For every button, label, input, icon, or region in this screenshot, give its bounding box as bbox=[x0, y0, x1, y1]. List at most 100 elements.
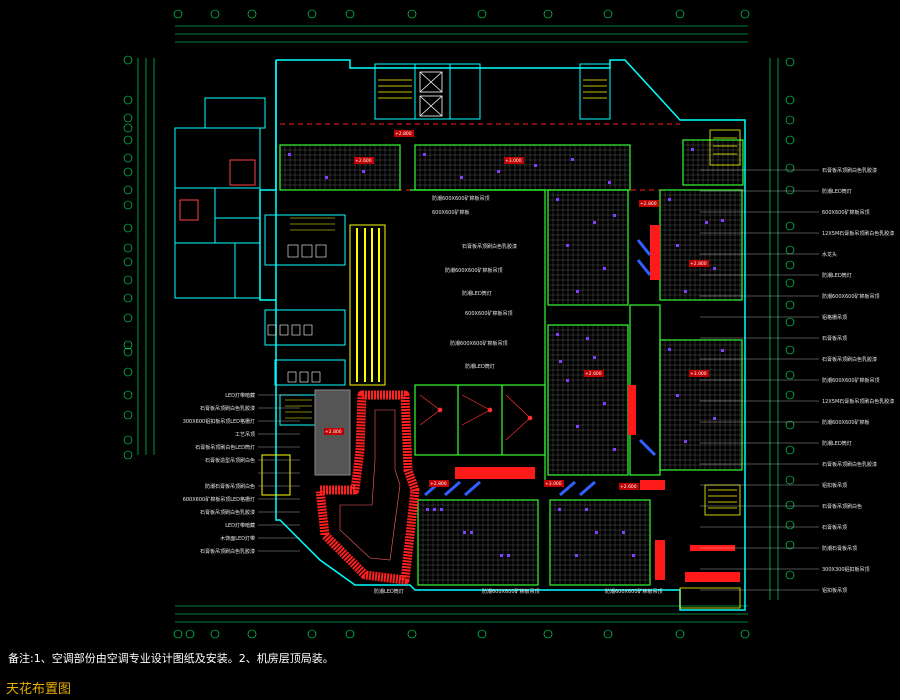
callout-label: 工艺吊顶 bbox=[235, 432, 255, 438]
level-mark: +2.800 bbox=[639, 200, 659, 207]
callout-label: 石膏板吊顶 bbox=[822, 524, 847, 531]
light-fixture bbox=[440, 508, 443, 511]
svg-text:+2.600: +2.600 bbox=[585, 371, 602, 377]
axis-bubble bbox=[785, 445, 795, 455]
callout-label: 石膏板吊顶刷白色乳胶漆 bbox=[822, 461, 877, 468]
light-fixture bbox=[559, 360, 562, 363]
axis-bubble bbox=[740, 629, 750, 639]
light-fixture bbox=[426, 508, 429, 511]
svg-text:+2.600: +2.600 bbox=[620, 484, 637, 490]
escalator-strip bbox=[349, 224, 386, 386]
axis-bubble bbox=[123, 167, 133, 177]
light-fixture bbox=[288, 153, 291, 156]
axis-bubble bbox=[543, 629, 553, 639]
level-mark: +2.800 bbox=[689, 260, 709, 267]
svg-text:+3.000: +3.000 bbox=[505, 158, 522, 164]
light-fixture bbox=[460, 176, 463, 179]
left-dimension-lines bbox=[137, 58, 155, 455]
light-fixture bbox=[576, 425, 579, 428]
light-fixture bbox=[556, 198, 559, 201]
grid-panel bbox=[417, 499, 539, 586]
left-callouts: LED灯带暗藏石膏板吊顶刷白色乳胶漆300X600铝扣板吊顶LED格栅灯工艺吊顶… bbox=[183, 392, 255, 555]
bottom-dimension-lines bbox=[175, 605, 748, 623]
axis-bubble bbox=[247, 9, 257, 19]
axis-bubble bbox=[785, 260, 795, 270]
axis-bubble bbox=[123, 185, 133, 195]
right-callouts: 石膏板吊顶刷白色乳胶漆防潮LED筒灯600X600矿棉板吊顶12X5M石膏板吊顶… bbox=[822, 167, 894, 594]
callout-label: LED灯带暗藏 bbox=[225, 522, 255, 529]
light-fixture bbox=[613, 448, 616, 451]
callout-label: 石膏板造型吊顶刷白色 bbox=[205, 457, 255, 464]
left-axis-bubbles bbox=[123, 55, 133, 460]
light-fixture bbox=[676, 244, 679, 247]
light-fixture bbox=[566, 244, 569, 247]
design-note: 备注:1、空调部份由空调专业设计图纸及安装。2、机房层顶局装。 bbox=[8, 652, 334, 665]
axis-bubble bbox=[123, 435, 133, 445]
ceiling-grid-panels bbox=[279, 139, 744, 586]
axis-bubble bbox=[307, 629, 317, 639]
callout-label: 防潮LED筒灯 bbox=[822, 188, 852, 195]
area-label: 600X600矿棉板 bbox=[432, 209, 470, 216]
light-fixture bbox=[571, 158, 574, 161]
callout-label: 石膏板吊顶刷白色乳胶漆 bbox=[200, 548, 255, 555]
axis-bubble bbox=[123, 410, 133, 420]
callout-label: 木饰面LED灯带 bbox=[220, 535, 255, 542]
axis-bubble bbox=[407, 629, 417, 639]
light-fixture bbox=[603, 267, 606, 270]
callout-label: 铝扣板吊顶 bbox=[822, 482, 847, 489]
callout-label: LED灯带暗藏 bbox=[225, 392, 255, 399]
level-mark: +3.000 bbox=[504, 157, 524, 164]
light-fixture bbox=[608, 181, 611, 184]
axis-bubble bbox=[123, 313, 133, 323]
axis-bubble bbox=[345, 629, 355, 639]
axis-bubble bbox=[123, 200, 133, 210]
area-label: 防潮LED筒灯 bbox=[462, 290, 492, 297]
area-label: 防潮LED筒灯 bbox=[465, 363, 495, 370]
axis-bubble bbox=[785, 185, 795, 195]
axis-bubble bbox=[785, 221, 795, 231]
axis-bubble bbox=[785, 475, 795, 485]
axis-bubble bbox=[123, 55, 133, 65]
callout-label: 石膏板吊顶刷白色LED筒灯 bbox=[195, 444, 255, 451]
area-label: 600X600矿棉板吊顶 bbox=[465, 310, 513, 317]
svg-text:+2.800: +2.800 bbox=[395, 131, 412, 137]
axis-bubble bbox=[543, 9, 553, 19]
level-mark: +2.800 bbox=[324, 428, 344, 435]
axis-bubble bbox=[785, 317, 795, 327]
axis-bubble bbox=[603, 9, 613, 19]
right-stair bbox=[679, 129, 741, 609]
callout-label: 石膏板吊顶刷白色乳胶漆 bbox=[200, 509, 255, 516]
axis-bubble bbox=[123, 367, 133, 377]
light-fixture bbox=[576, 290, 579, 293]
area-label: 防潮600X600矿棉板吊顶 bbox=[432, 195, 490, 202]
axis-bubble bbox=[477, 629, 487, 639]
axis-bubble bbox=[123, 113, 133, 123]
axis-bubble bbox=[123, 135, 133, 145]
callout-label: 600X600矿棉板吊顶LED格栅灯 bbox=[183, 496, 255, 503]
light-fixture bbox=[691, 148, 694, 151]
callout-label: 防潮600X600矿棉板吊顶 bbox=[822, 377, 880, 384]
axis-bubble bbox=[675, 629, 685, 639]
axis-bubble bbox=[123, 153, 133, 163]
light-fixture bbox=[684, 290, 687, 293]
axis-bubble bbox=[123, 257, 133, 267]
svg-text:+2.800: +2.800 bbox=[640, 201, 657, 207]
axis-bubble bbox=[185, 629, 195, 639]
axis-bubble bbox=[785, 520, 795, 530]
axis-bubble bbox=[785, 570, 795, 580]
grid-panel bbox=[547, 189, 629, 306]
callout-label: 防潮LED筒灯 bbox=[822, 440, 852, 447]
axis-bubble bbox=[307, 9, 317, 19]
axis-bubble bbox=[740, 9, 750, 19]
callout-label: 石膏板吊顶刷白色乳胶漆 bbox=[822, 167, 877, 174]
light-fixture bbox=[585, 508, 588, 511]
light-fixture bbox=[684, 440, 687, 443]
light-fixture bbox=[595, 531, 598, 534]
light-fixture bbox=[622, 531, 625, 534]
light-fixture bbox=[433, 508, 436, 511]
callout-label: 12X5M石膏板吊顶刷白色乳胶漆 bbox=[822, 230, 894, 237]
svg-text:+2.800: +2.800 bbox=[325, 429, 342, 435]
callout-label: 防潮石膏板吊顶 bbox=[822, 545, 857, 552]
light-fixture bbox=[593, 221, 596, 224]
atrium-markers bbox=[419, 394, 533, 441]
